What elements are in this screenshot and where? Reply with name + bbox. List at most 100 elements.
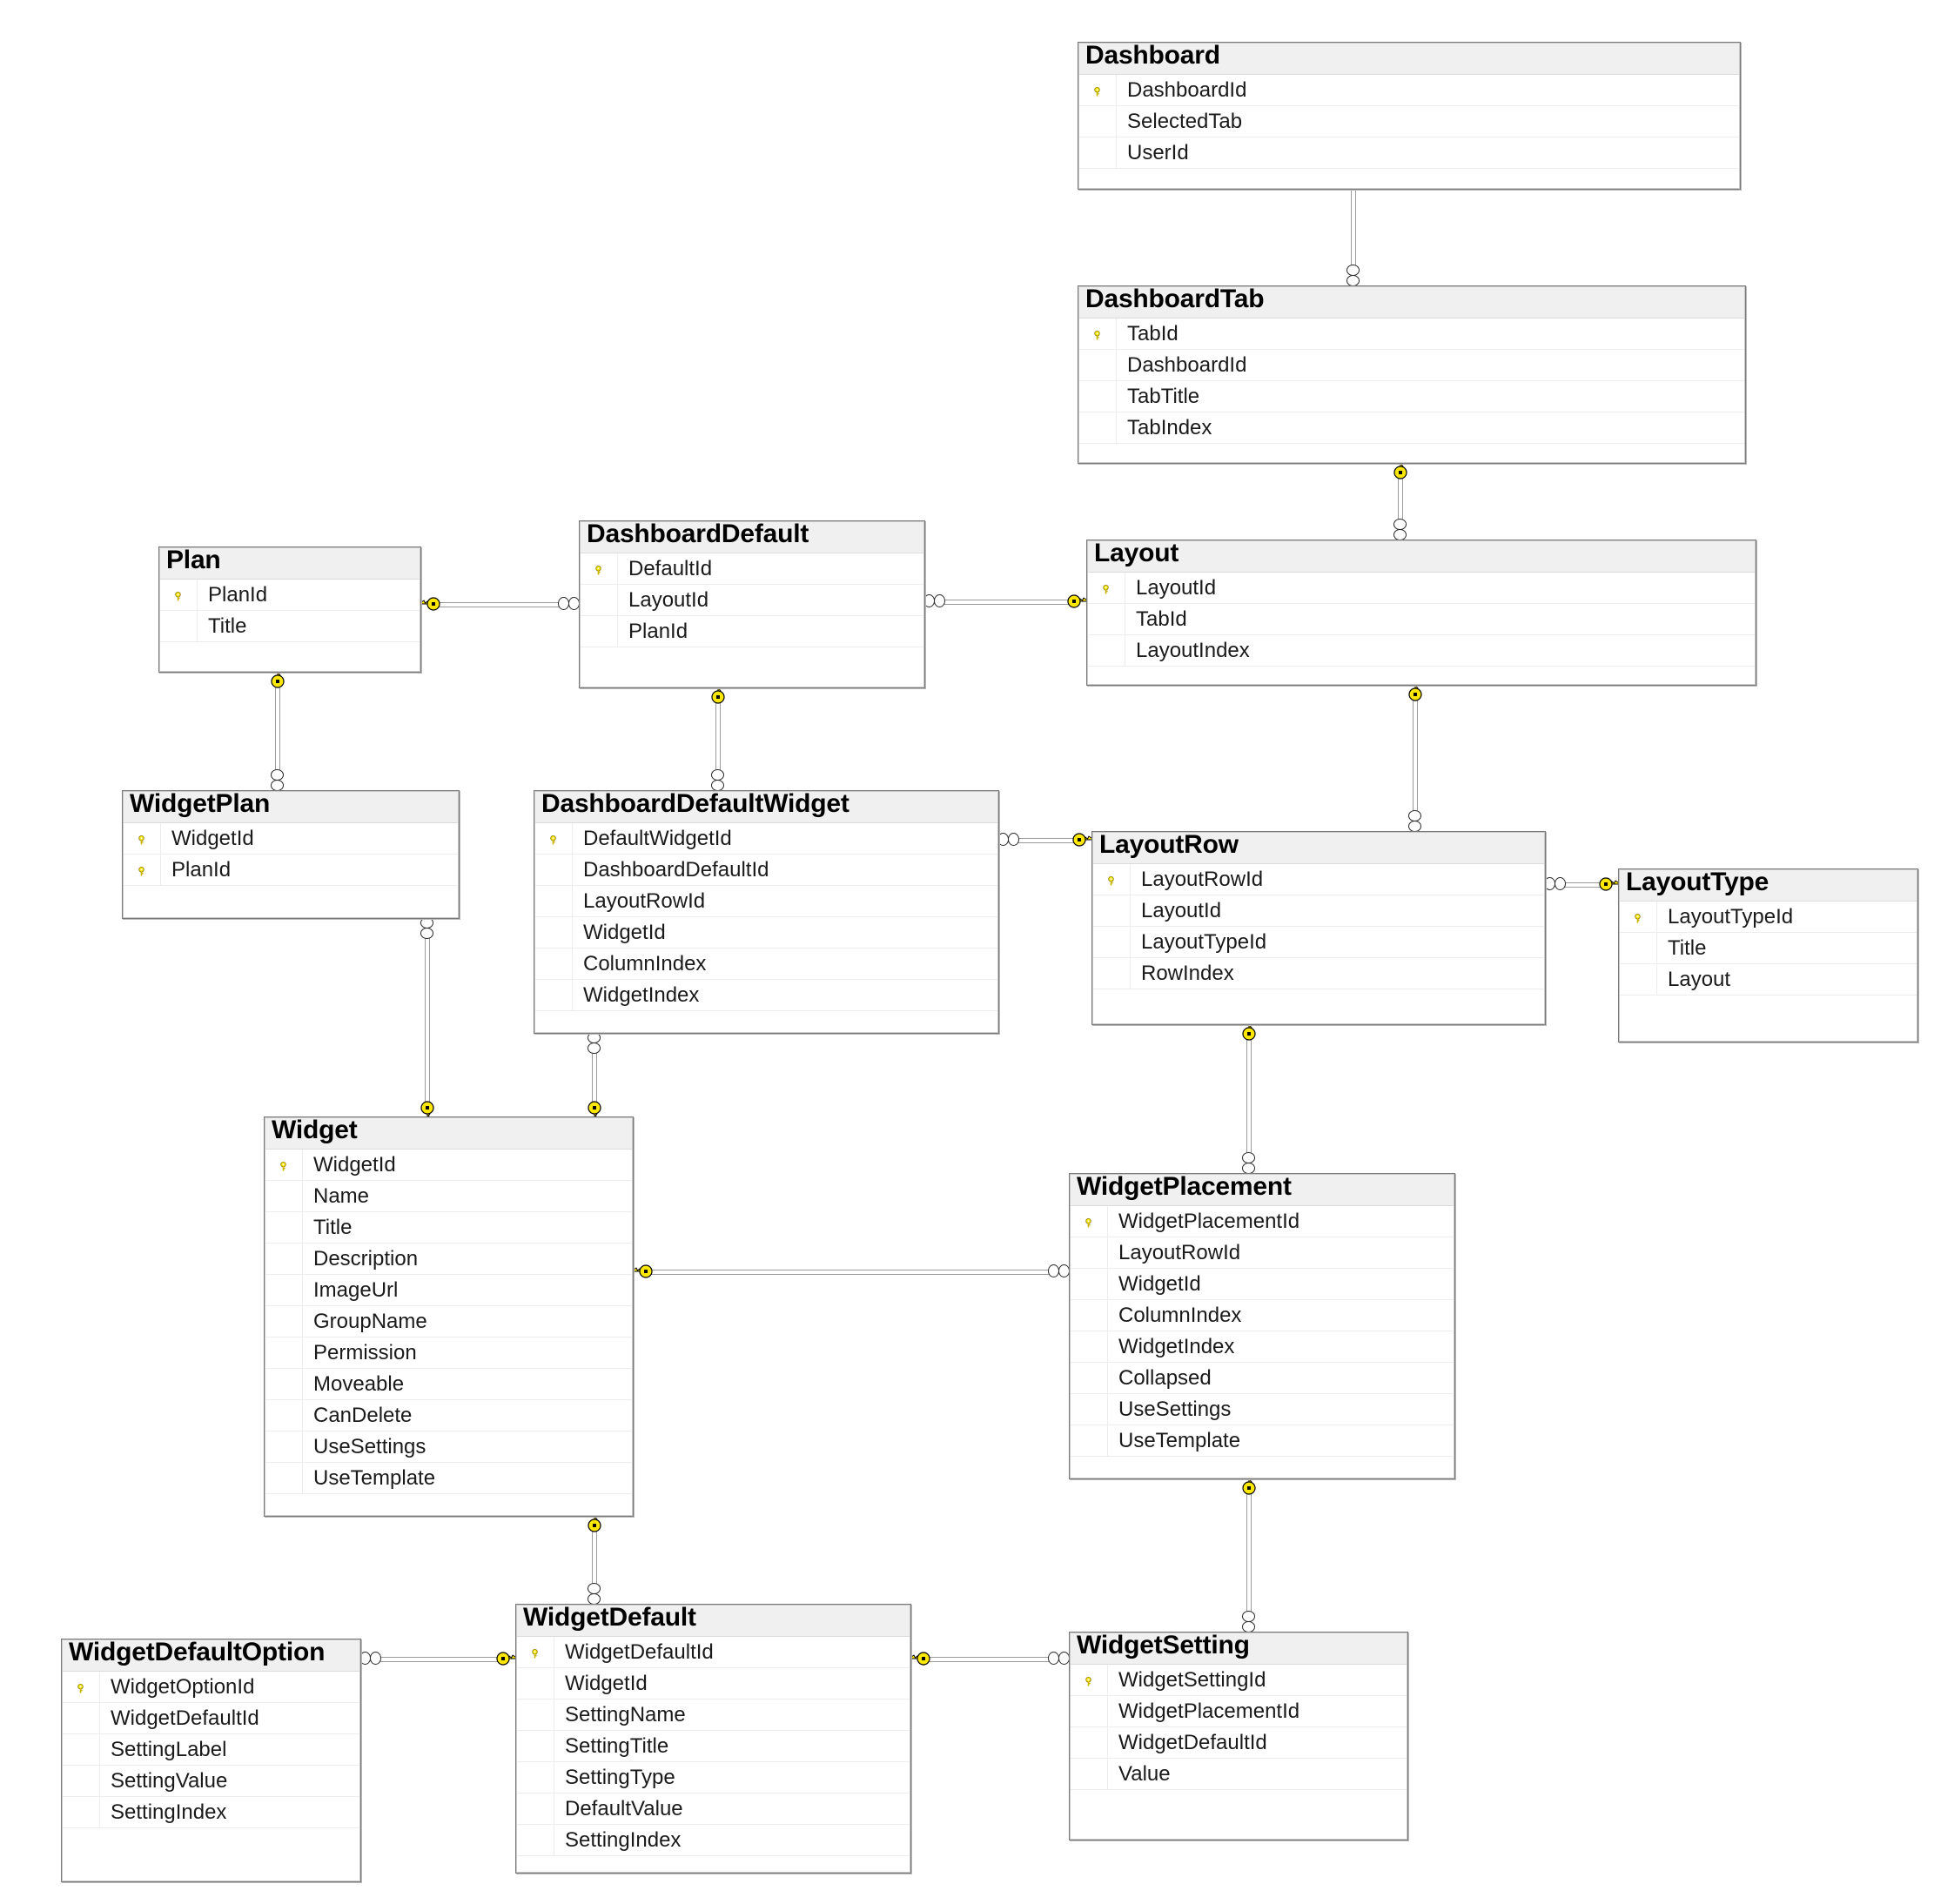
column-row[interactable]: SettingIndex: [63, 1797, 359, 1828]
column-row[interactable]: Title: [160, 611, 420, 642]
column-row[interactable]: SettingName: [517, 1700, 910, 1731]
column-row-pk[interactable]: WidgetId: [265, 1150, 632, 1181]
column-row[interactable]: SettingIndex: [517, 1825, 910, 1856]
column-row[interactable]: ImageUrl: [265, 1275, 632, 1306]
column-row[interactable]: GroupName: [265, 1306, 632, 1337]
column-row[interactable]: RowIndex: [1093, 958, 1544, 989]
column-row[interactable]: WidgetIndex: [535, 980, 997, 1011]
relationship-connector-widget-widgetplacement[interactable]: [630, 1264, 1070, 1281]
column-row[interactable]: LayoutRowId: [535, 886, 997, 917]
relationship-connector-ddw-widget[interactable]: [586, 1032, 603, 1123]
column-row[interactable]: Layout: [1620, 964, 1917, 996]
column-row-pk[interactable]: WidgetPlacementId: [1071, 1206, 1454, 1237]
column-row[interactable]: Title: [1620, 933, 1917, 964]
column-row[interactable]: SelectedTab: [1079, 106, 1739, 137]
column-row[interactable]: UseSettings: [1071, 1394, 1454, 1425]
column-row[interactable]: TabTitle: [1079, 381, 1744, 412]
relationship-connector-widget-widgetdefault[interactable]: [586, 1510, 603, 1605]
column-row[interactable]: Title: [265, 1212, 632, 1244]
column-row[interactable]: LayoutTypeId: [1093, 927, 1544, 958]
column-row-pk[interactable]: PlanId: [160, 580, 420, 611]
column-row-pk[interactable]: LayoutTypeId: [1620, 902, 1917, 933]
column-row[interactable]: WidgetId: [1071, 1269, 1454, 1300]
column-row[interactable]: SettingValue: [63, 1766, 359, 1797]
column-row[interactable]: LayoutIndex: [1088, 635, 1755, 667]
column-row-pk[interactable]: TabId: [1079, 318, 1744, 350]
column-row[interactable]: Value: [1071, 1759, 1407, 1790]
column-row[interactable]: SettingLabel: [63, 1734, 359, 1766]
column-row[interactable]: UseSettings: [265, 1431, 632, 1463]
relationship-connector-widgetplan-widget[interactable]: [419, 917, 436, 1123]
column-row[interactable]: SettingTitle: [517, 1731, 910, 1762]
column-row[interactable]: UseTemplate: [265, 1463, 632, 1494]
column-row[interactable]: Description: [265, 1244, 632, 1275]
relationship-connector-layout-layoutrow[interactable]: [1407, 679, 1424, 832]
column-row[interactable]: UseTemplate: [1071, 1425, 1454, 1457]
column-row[interactable]: WidgetIndex: [1071, 1331, 1454, 1363]
relationship-connector-widgetdefault-option[interactable]: [359, 1651, 519, 1668]
column-row[interactable]: CanDelete: [265, 1400, 632, 1431]
column-row-pk[interactable]: DefaultId: [581, 553, 923, 585]
column-row[interactable]: WidgetDefaultId: [1071, 1727, 1407, 1759]
column-row[interactable]: Collapsed: [1071, 1363, 1454, 1394]
column-row-pk[interactable]: DashboardId: [1079, 75, 1739, 106]
pk-gutter: [1093, 895, 1131, 926]
column-row[interactable]: WidgetDefaultId: [63, 1703, 359, 1734]
column-row[interactable]: DashboardId: [1079, 350, 1744, 381]
column-row[interactable]: WidgetId: [517, 1668, 910, 1700]
column-row-pk[interactable]: WidgetId: [124, 823, 458, 855]
column-row-pk[interactable]: DefaultWidgetId: [535, 823, 997, 855]
column-row[interactable]: DefaultValue: [517, 1793, 910, 1825]
relationship-connector-layoutrow-widgetplacement[interactable]: [1240, 1018, 1258, 1174]
column-row[interactable]: SettingType: [517, 1762, 910, 1793]
column-row-pk[interactable]: LayoutRowId: [1093, 864, 1544, 895]
relationship-connector-layoutrow-layouttype[interactable]: [1544, 876, 1622, 894]
column-row[interactable]: LayoutId: [1093, 895, 1544, 927]
column-row[interactable]: TabIndex: [1079, 412, 1744, 444]
column-row[interactable]: WidgetId: [535, 917, 997, 949]
column-row[interactable]: WidgetPlacementId: [1071, 1696, 1407, 1727]
column-name: SettingIndex: [111, 1800, 227, 1824]
column-row-pk[interactable]: LayoutId: [1088, 573, 1755, 604]
column-row-pk[interactable]: WidgetSettingId: [1071, 1665, 1407, 1696]
column-row-pk[interactable]: PlanId: [124, 855, 458, 886]
column-row[interactable]: Name: [265, 1181, 632, 1212]
relationship-connector-widgetplacement-widgetsetting[interactable]: [1240, 1472, 1258, 1632]
relationship-connector-plan-widgetplan[interactable]: [269, 666, 286, 791]
column-row[interactable]: UserId: [1079, 137, 1739, 169]
column-row[interactable]: TabId: [1088, 604, 1755, 635]
column-row[interactable]: ColumnIndex: [535, 949, 997, 980]
relationship-connector-dashboarddefault-layout[interactable]: [923, 593, 1090, 611]
column-row[interactable]: ColumnIndex: [1071, 1300, 1454, 1331]
column-row[interactable]: Moveable: [265, 1369, 632, 1400]
relationship-connector-widgetdefault-widgetsetting[interactable]: [908, 1651, 1070, 1668]
column-row[interactable]: LayoutId: [581, 585, 923, 616]
relationship-connector-ddw-layoutrow[interactable]: [997, 832, 1095, 849]
pk-gutter: [265, 1337, 303, 1368]
column-row-pk[interactable]: WidgetOptionId: [63, 1672, 359, 1703]
column-row[interactable]: LayoutRowId: [1071, 1237, 1454, 1269]
column-row[interactable]: PlanId: [581, 616, 923, 647]
column-name: Collapsed: [1118, 1365, 1212, 1390]
relationship-connector-plan-dashboarddefault[interactable]: [418, 596, 580, 613]
relationship-connector-dashboarddefault-ddw[interactable]: [709, 681, 727, 791]
relationship-connector-dashboardtab-layout[interactable]: [1392, 457, 1409, 540]
column-row[interactable]: Permission: [265, 1337, 632, 1369]
column-row[interactable]: DashboardDefaultId: [535, 855, 997, 886]
column-row-pk[interactable]: WidgetDefaultId: [517, 1637, 910, 1668]
